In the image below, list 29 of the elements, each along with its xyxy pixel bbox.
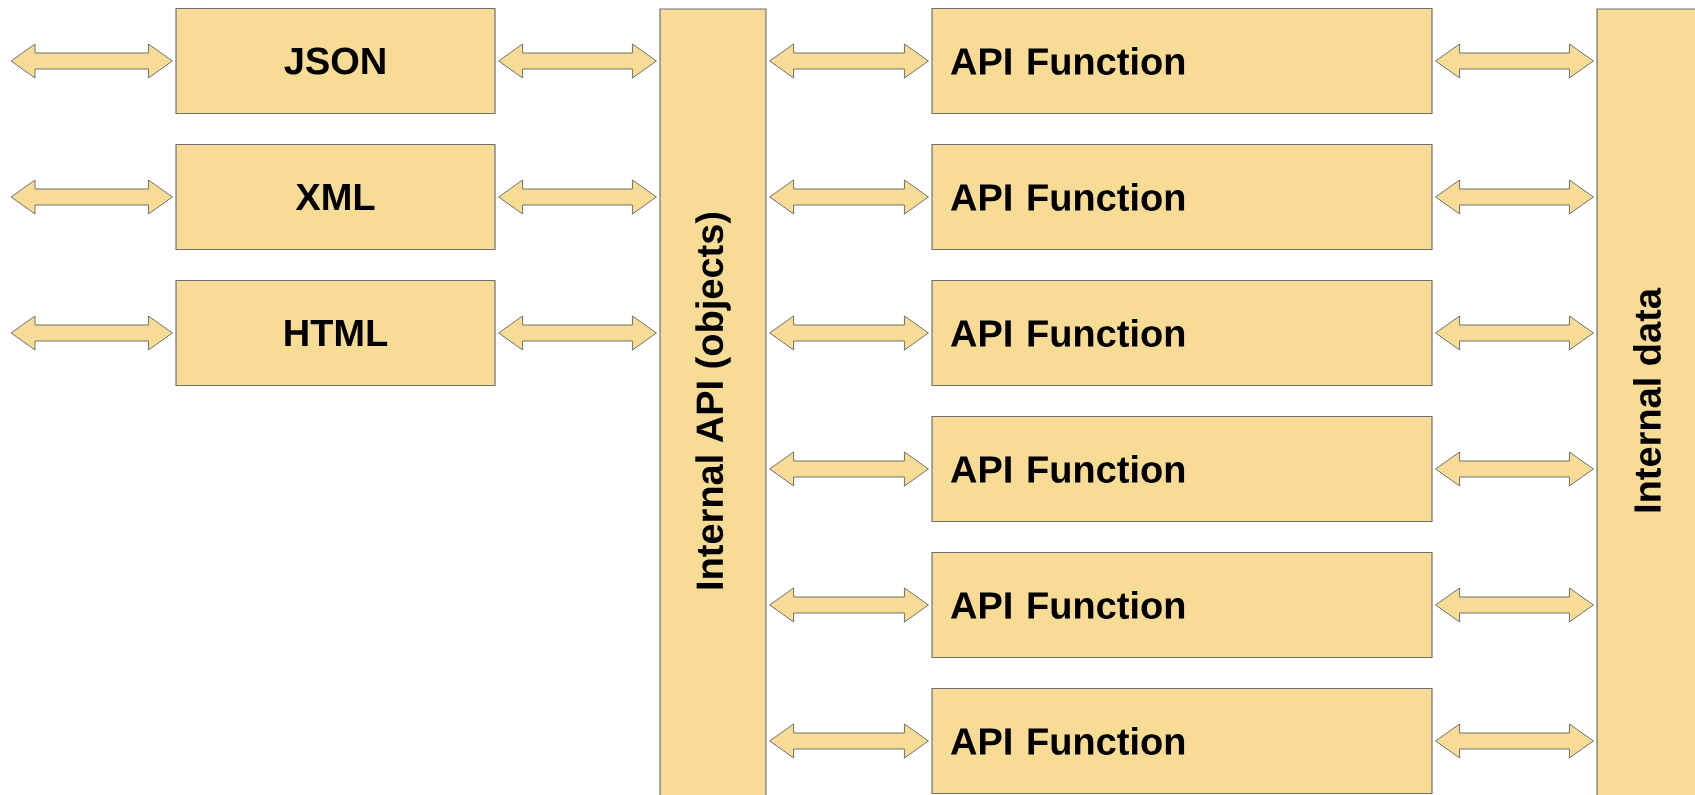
double-arrow [769, 723, 929, 759]
double-arrow [10, 179, 173, 215]
function-box: API Function [931, 7, 1433, 115]
format-box: JSON [175, 7, 496, 115]
function-box: API Function [931, 687, 1433, 795]
double-arrow [769, 451, 929, 487]
function-box: API Function [931, 551, 1433, 659]
double-arrow [769, 587, 929, 623]
function-box: API Function [931, 415, 1433, 523]
data-bar: Internal data [1596, 8, 1695, 795]
double-arrow [10, 43, 173, 79]
format-box: XML [175, 143, 496, 251]
double-arrow [498, 315, 657, 351]
double-arrow [1435, 451, 1594, 487]
double-arrow [1435, 179, 1594, 215]
double-arrow [1435, 315, 1594, 351]
double-arrow [498, 43, 657, 79]
function-box: API Function [931, 279, 1433, 387]
double-arrow [769, 43, 929, 79]
double-arrow [10, 315, 173, 351]
double-arrow [498, 179, 657, 215]
double-arrow [769, 179, 929, 215]
api-bar: Internal API (objects) [659, 8, 767, 795]
double-arrow [1435, 587, 1594, 623]
function-box: API Function [931, 143, 1433, 251]
format-box: HTML [175, 279, 496, 387]
double-arrow [1435, 723, 1594, 759]
double-arrow [769, 315, 929, 351]
double-arrow [1435, 43, 1594, 79]
